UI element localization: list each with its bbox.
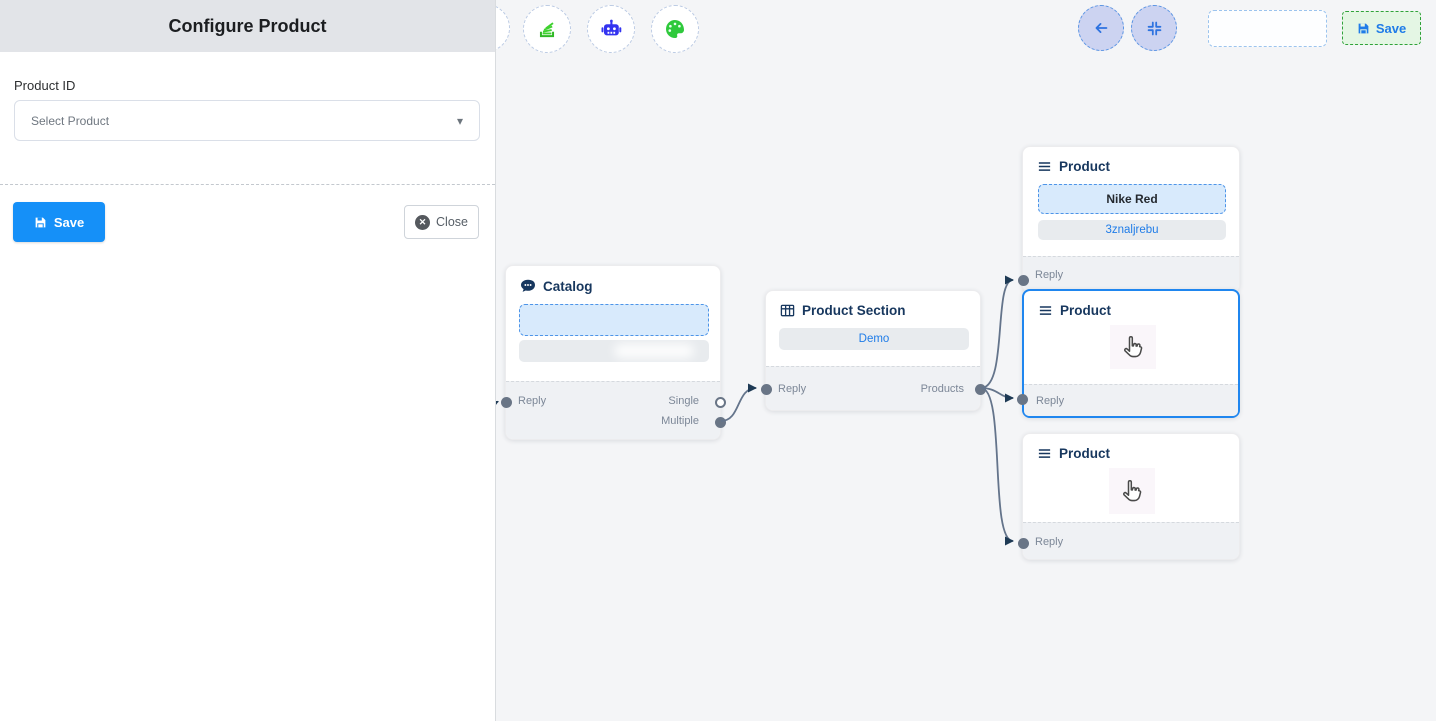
menu-icon (1037, 446, 1052, 461)
catalog-node-footer: Reply Single Multiple (506, 381, 720, 439)
product-section-reply-label: Reply (778, 383, 807, 395)
product-section-node-footer: Reply Products (766, 366, 980, 410)
product-section-node-header: Product Section (780, 303, 906, 318)
product-section-node-title: Product Section (802, 303, 906, 318)
products-label: Products (920, 383, 964, 395)
product-select-placeholder: Select Product (31, 113, 110, 128)
catalog-single-label: Single (668, 395, 699, 407)
catalog-reply-label: Reply (518, 395, 547, 407)
product-bottom-reply-label: Reply (1035, 536, 1064, 548)
edge-products-to-product-middle (980, 387, 1014, 403)
product-node-middle[interactable]: Product Reply (1016, 289, 1240, 418)
robot-icon (599, 17, 624, 42)
product-id-label: Product ID (14, 78, 76, 93)
product-node-middle-footer: Reply (1024, 384, 1238, 416)
canvas-save-label: Save (1375, 20, 1407, 36)
robot-button[interactable] (587, 5, 635, 53)
palette-icon (663, 17, 687, 41)
palette-button[interactable] (651, 5, 699, 53)
catalog-secondary-box[interactable] (519, 340, 709, 362)
blurred-content (614, 344, 694, 358)
catalog-node-title: Catalog (543, 278, 593, 294)
catalog-input-box[interactable] (519, 304, 709, 336)
floppy-disk-icon (1357, 22, 1370, 35)
hand-pointer-cursor-icon (1118, 476, 1146, 506)
product-node-bottom-title: Product (1059, 446, 1111, 461)
chevron-down-icon: ▾ (456, 113, 463, 128)
floppy-disk-icon (34, 216, 47, 229)
product-node-bottom-footer: Reply (1023, 522, 1239, 559)
product-node-bottom-header: Product (1037, 446, 1110, 461)
back-arrow-icon (1091, 18, 1111, 38)
menu-icon (1037, 159, 1052, 174)
table-icon (780, 303, 795, 318)
product-middle-reply-label: Reply (1036, 395, 1065, 407)
product-section-node[interactable]: Product Section Demo Reply Products (760, 290, 986, 411)
edge-products-to-product-bottom (980, 387, 1014, 546)
panel-header: Configure Product (0, 0, 495, 52)
product-node-bottom[interactable]: Product Reply (1017, 433, 1240, 560)
product-node-top-header: Product (1037, 159, 1110, 174)
product-top-reply-handle[interactable] (1017, 274, 1029, 286)
save-button[interactable]: Save (13, 202, 105, 242)
product-section-reply-handle[interactable] (760, 383, 772, 395)
product-secondary-button[interactable]: 3znaljrebu (1038, 220, 1226, 240)
product-middle-reply-handle[interactable] (1016, 393, 1028, 405)
catalog-single-handle[interactable] (714, 396, 726, 408)
product-secondary-label: 3znaljrebu (1105, 224, 1159, 236)
toolbar-empty-slot[interactable] (1208, 10, 1327, 47)
canvas-save-button[interactable]: Save (1342, 11, 1421, 45)
layers-stack-icon (536, 18, 558, 40)
catalog-reply-handle[interactable] (500, 396, 512, 408)
demo-button[interactable]: Demo (779, 328, 969, 350)
product-node-top-footer: Reply (1023, 256, 1239, 292)
demo-button-label: Demo (858, 333, 890, 345)
edge-multiple-to-reply (720, 383, 757, 422)
menu-icon (1038, 303, 1053, 318)
page-title: Configure Product (168, 15, 327, 36)
back-button[interactable] (1078, 5, 1124, 51)
fit-view-button[interactable] (1131, 5, 1177, 51)
close-icon: ✕ (415, 214, 431, 230)
save-button-label: Save (53, 214, 85, 230)
product-select[interactable]: Select Product ▾ (14, 100, 480, 141)
product-bottom-reply-handle[interactable] (1017, 537, 1029, 549)
product-node-top-title: Product (1059, 159, 1111, 174)
close-button[interactable]: ✕ Close (404, 205, 479, 239)
cursor-placeholder (1109, 468, 1155, 514)
hand-pointer-cursor-icon (1119, 332, 1147, 362)
chat-bubble-icon (520, 278, 536, 294)
panel-divider (0, 184, 495, 185)
catalog-node-header: Catalog (520, 278, 593, 294)
fit-view-icon (1146, 20, 1163, 37)
layers-stack-button[interactable] (523, 5, 571, 53)
edge-incoming-catalog-reply (496, 400, 499, 410)
product-primary-label: Nike Red (1106, 192, 1158, 206)
close-button-label: Close (436, 215, 468, 229)
flow-canvas[interactable]: Save Catalog Reply Single Multiple (496, 0, 1436, 721)
product-primary-button[interactable]: Nike Red (1038, 184, 1226, 214)
product-node-middle-header: Product (1038, 303, 1111, 318)
catalog-multiple-label: Multiple (661, 415, 699, 427)
product-node-top[interactable]: Product Nike Red 3znaljrebu Reply (1017, 146, 1240, 293)
toolbar-button-partial[interactable] (496, 4, 510, 52)
product-top-reply-label: Reply (1035, 269, 1064, 281)
cursor-placeholder (1110, 325, 1156, 369)
products-handle[interactable] (974, 383, 986, 395)
catalog-node[interactable]: Catalog Reply Single Multiple (500, 265, 726, 440)
catalog-multiple-handle[interactable] (714, 416, 726, 428)
product-node-middle-title: Product (1060, 303, 1112, 318)
edge-products-to-product-top (980, 275, 1014, 389)
configure-product-panel: Configure Product Product ID Select Prod… (0, 0, 496, 721)
